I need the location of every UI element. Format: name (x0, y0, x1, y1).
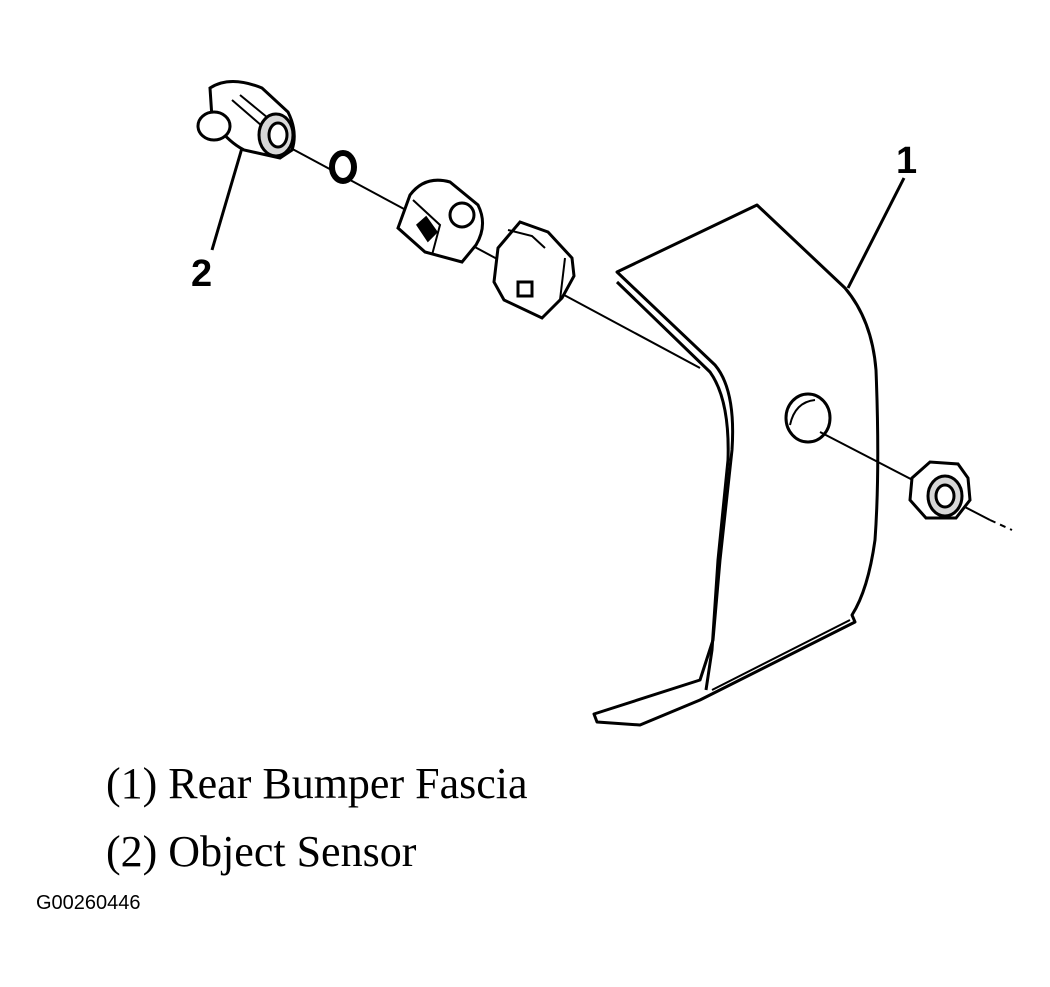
figure-code: G00260446 (36, 892, 141, 914)
callout-label-1: 1 (896, 140, 918, 182)
assembly-axis (284, 144, 1013, 531)
retaining-ring (329, 150, 357, 184)
rear-bumper-fascia (592, 203, 880, 727)
legend-object-sensor: (2) Object Sensor (106, 827, 417, 876)
callout-label-2: 2 (191, 253, 213, 295)
sensor-retainer (396, 178, 484, 264)
object-sensor (196, 80, 296, 160)
callout-leaders (210, 147, 906, 289)
legend-rear-bumper-fascia: (1) Rear Bumper Fascia (106, 759, 528, 808)
outer-nut (908, 460, 972, 520)
mounting-bracket (492, 220, 576, 320)
exploded-view-diagram (196, 80, 1013, 727)
